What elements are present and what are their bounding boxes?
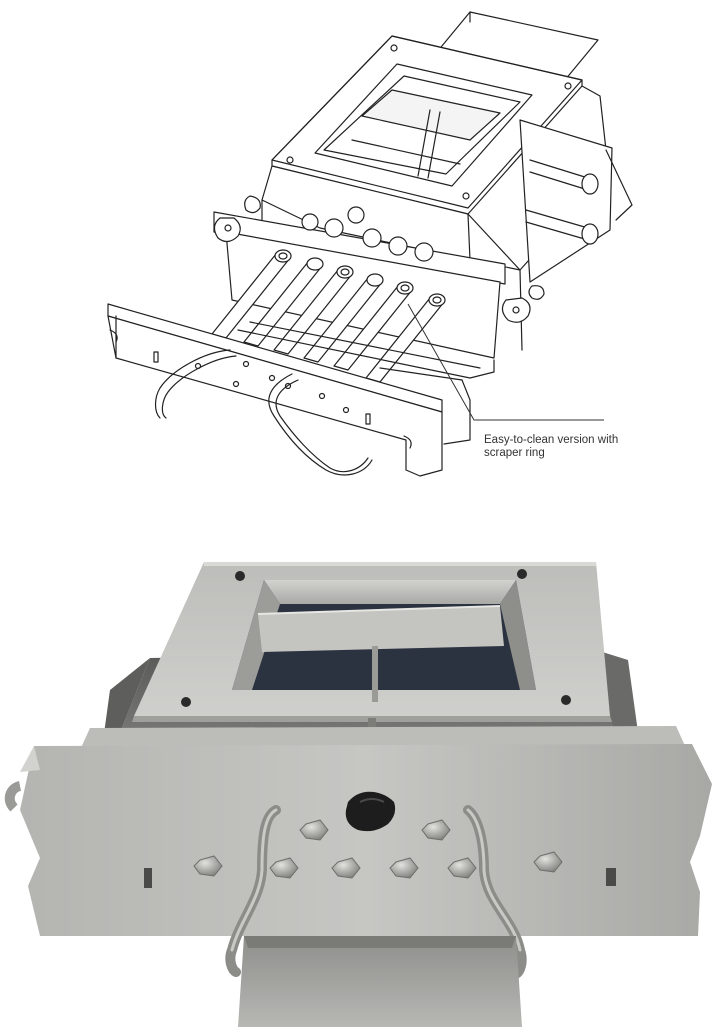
right-handle xyxy=(268,373,373,476)
top-flange xyxy=(271,35,583,215)
right-clamp-knob xyxy=(501,285,545,323)
magnetic-separator-photo xyxy=(4,562,712,1027)
front-face-plate xyxy=(4,744,712,936)
photo-top-flange xyxy=(132,562,612,722)
photo-clamp-knob xyxy=(345,791,396,832)
plate-bolts xyxy=(193,819,563,879)
photo-tray xyxy=(238,936,522,1027)
right-end-flange xyxy=(379,367,471,445)
callout-leader-line xyxy=(407,303,604,421)
front-handle-plate xyxy=(107,303,443,477)
callout-label: Easy-to-clean version with scraper ring xyxy=(484,434,619,459)
magnetic-rods xyxy=(211,249,495,383)
front-top-strip xyxy=(80,726,686,750)
photo-left-handle xyxy=(225,805,281,977)
side-magnet-rods xyxy=(525,159,599,245)
left-clamp-knob xyxy=(213,195,261,243)
photo-right-handle xyxy=(463,805,527,979)
magnetic-separator-line-drawing xyxy=(107,11,633,477)
left-handle xyxy=(154,349,237,419)
